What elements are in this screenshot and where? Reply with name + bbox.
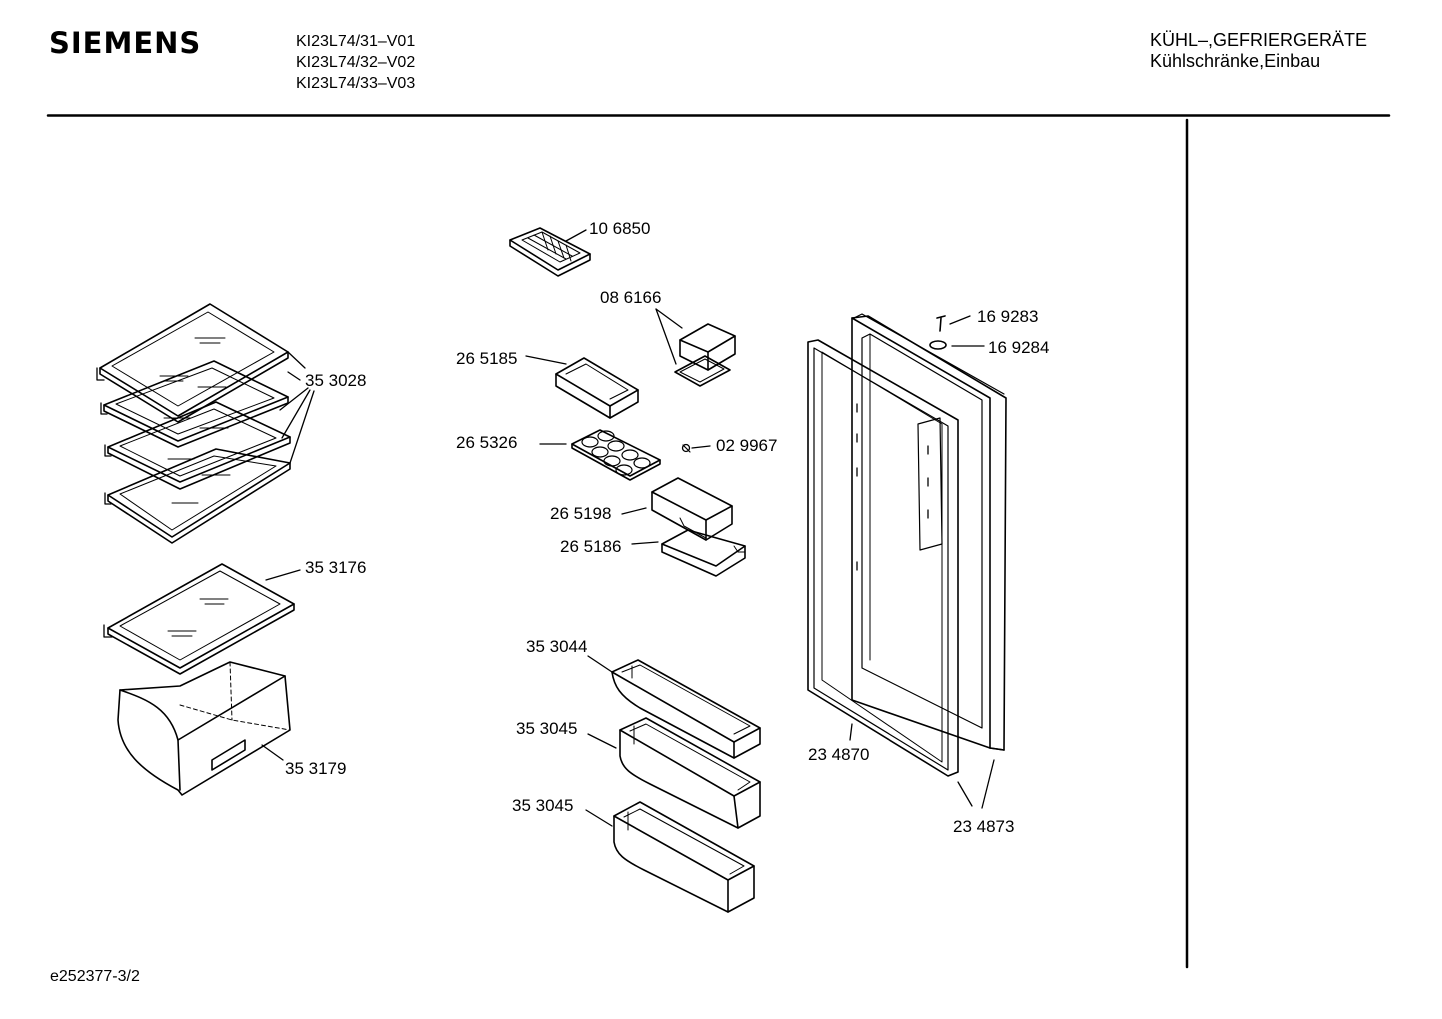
door-shelf-top-part <box>587 655 761 759</box>
leader-line <box>957 759 995 809</box>
part-number-label: 26 5326 <box>456 433 517 452</box>
part-number-label: 23 4870 <box>808 745 869 764</box>
egg-tray-part <box>539 429 661 481</box>
leader-line <box>279 351 315 464</box>
part-number-label: 16 9284 <box>988 338 1049 357</box>
model-number: KI23L74/33–V03 <box>296 75 416 92</box>
category-block: KÜHL–,GEFRIERGERÄTE Kühlschränke,Einbau <box>1150 30 1367 72</box>
door-gasket-part <box>807 339 959 777</box>
door-shelf-mid-part <box>587 717 761 829</box>
part-number-label: 10 6850 <box>589 219 650 238</box>
leader-line <box>849 723 853 741</box>
butter-lid-part <box>631 529 746 577</box>
part-number-label: 02 9967 <box>716 436 777 455</box>
leader-line <box>691 445 711 449</box>
cap-part <box>929 340 985 350</box>
leader-line <box>949 315 971 325</box>
leader-line <box>525 355 567 365</box>
part-number-label: 26 5185 <box>456 349 517 368</box>
part-number-label: 26 5186 <box>560 537 621 556</box>
part-number-label: 35 3028 <box>305 371 366 390</box>
door-shelf-bottom-part <box>585 801 755 913</box>
glass-shelf-3 <box>104 401 291 490</box>
leader-line <box>565 229 587 242</box>
part-number-label: 35 3179 <box>285 759 346 778</box>
part-number-label: 35 3044 <box>526 637 587 656</box>
category-subtitle: Kühlschränke,Einbau <box>1150 51 1321 71</box>
part-number-label: 35 3176 <box>305 558 366 577</box>
part-number-label: 08 6166 <box>600 288 661 307</box>
butter-shelf-part <box>525 355 639 419</box>
ice-tray-part <box>509 227 591 277</box>
brand-logo: SIEMENS <box>49 26 202 60</box>
screw-part <box>936 315 971 332</box>
leader-line <box>261 744 284 761</box>
model-number: KI23L74/32–V02 <box>296 54 416 71</box>
leader-line <box>655 308 683 365</box>
leader-line <box>631 541 659 545</box>
crisper-drawer-part <box>117 661 291 796</box>
small-box-part <box>655 308 736 387</box>
model-list: KI23L74/31–V01 KI23L74/32–V02 KI23L74/33… <box>296 31 415 94</box>
bottom-glass-shelf-part <box>103 563 301 675</box>
leader-line <box>587 655 613 673</box>
leader-line <box>585 809 613 827</box>
part-number-label: 35 3045 <box>512 796 573 815</box>
part-number-label: 26 5198 <box>550 504 611 523</box>
glass-shelf-1 <box>96 303 289 423</box>
part-number-label: 35 3045 <box>516 719 577 738</box>
hinge-pin-part <box>681 443 711 453</box>
glass-shelf-4 <box>104 448 291 544</box>
part-number-label: 23 4873 <box>953 817 1014 836</box>
leader-line <box>621 507 647 515</box>
leader-line <box>265 569 301 581</box>
model-number: KI23L74/31–V01 <box>296 33 416 50</box>
part-number-label: 16 9283 <box>977 307 1038 326</box>
butter-box-part <box>621 477 733 541</box>
door-panel-part <box>851 313 1007 809</box>
category-title: KÜHL–,GEFRIERGERÄTE <box>1150 30 1368 50</box>
leader-line <box>587 733 617 749</box>
glass-shelf-part <box>96 303 315 544</box>
document-id: e252377-3/2 <box>50 968 140 985</box>
